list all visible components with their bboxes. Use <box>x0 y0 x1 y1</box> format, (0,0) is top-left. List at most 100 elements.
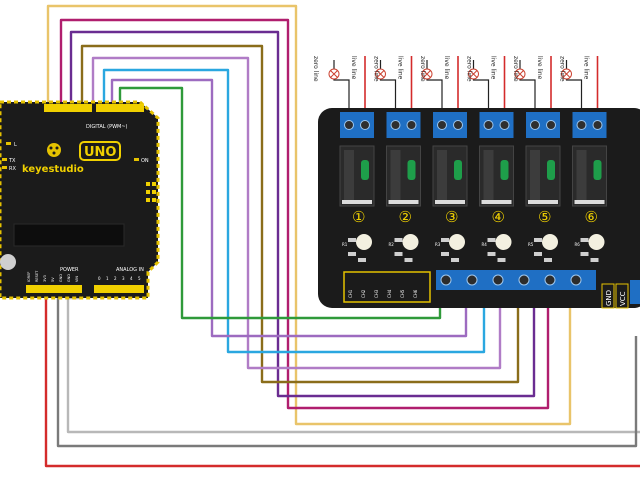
live-line-label: live line <box>443 56 450 80</box>
lamp-cross <box>376 70 385 78</box>
fuse-icon <box>454 160 462 180</box>
input-screw <box>492 274 504 286</box>
smd-part <box>487 252 496 256</box>
uno-logo: UNO <box>79 141 121 161</box>
load-circuit: zero line live line <box>373 56 413 120</box>
relay-channel: ④ R4 <box>479 112 514 262</box>
lamp-cross <box>469 70 478 78</box>
lamp-cross <box>516 70 524 78</box>
digital-header-label: DIGITAL (PWM~) <box>86 124 128 130</box>
ssr-strip <box>388 200 419 204</box>
smd-part <box>404 258 413 262</box>
input-screw <box>570 274 582 286</box>
indicator-led <box>449 234 465 250</box>
channel-number: ③ <box>445 208 458 226</box>
svg-text:GND: GND <box>67 274 71 282</box>
heatsink <box>483 150 494 202</box>
wire-olive <box>80 44 520 384</box>
power-header <box>26 285 144 293</box>
live-line-label: live line <box>397 56 404 80</box>
control-pin-label: CH4 <box>387 289 392 298</box>
smd-part <box>590 258 599 262</box>
analog-header-label: ANALOG IN <box>116 267 144 273</box>
live-line-label: live line <box>490 56 497 80</box>
brand-text: keyestudio <box>22 164 84 175</box>
svg-text:2: 2 <box>114 276 117 281</box>
led-tx-label: TX <box>8 158 16 164</box>
terminal-screw <box>546 120 556 130</box>
svg-text:UNO: UNO <box>84 145 117 160</box>
control-pin-label: CH6 <box>413 289 418 298</box>
heatsink <box>530 150 540 202</box>
smd-part <box>544 258 552 262</box>
svg-text:VIN: VIN <box>75 276 79 282</box>
terminal-screw <box>344 120 354 130</box>
smd-part <box>348 238 356 242</box>
control-pin-label: CH2 <box>361 289 366 298</box>
control-pin-box <box>343 271 431 303</box>
fuse-icon <box>407 160 416 180</box>
channel-number: ⑤ <box>538 208 551 226</box>
ssr-strip <box>481 200 512 204</box>
svg-text:IOREF: IOREF <box>27 272 31 282</box>
reset-button <box>0 254 16 270</box>
input-screws <box>440 274 582 286</box>
zero-line-label: zero line <box>373 56 380 82</box>
wire-green <box>118 86 442 320</box>
ssr-strip <box>342 200 372 204</box>
terminal-screw <box>437 120 447 130</box>
svg-text:RESET: RESET <box>35 270 39 282</box>
heatsink <box>576 150 587 202</box>
input-screw <box>466 274 478 286</box>
channel-number: ④ <box>492 208 505 226</box>
ref-label: R4 <box>482 242 488 247</box>
channel-number: ① <box>352 208 365 226</box>
gnd-box <box>601 283 615 309</box>
input-screw <box>518 274 530 286</box>
indicator-led <box>542 234 558 250</box>
svg-text:1: 1 <box>106 276 109 281</box>
led-rx-label: RX <box>9 166 16 172</box>
input-screw <box>544 274 556 286</box>
ref-label: R2 <box>389 242 395 247</box>
heatsink <box>437 150 447 202</box>
input-screw <box>440 274 452 286</box>
live-line-label: live line <box>536 56 543 80</box>
wire-purple <box>69 30 536 398</box>
led-l <box>6 142 11 145</box>
live-line-label: live line <box>350 56 357 80</box>
svg-text:GND: GND <box>59 274 63 282</box>
microcontroller-chip <box>13 223 125 247</box>
terminal-screw <box>592 120 603 130</box>
fuse-icon <box>593 160 602 180</box>
led-on <box>134 158 139 161</box>
lamp-cross <box>330 70 338 78</box>
terminal-screw <box>499 120 510 130</box>
vcc-label: VCC <box>619 291 627 306</box>
digital-header <box>44 104 144 112</box>
heatsink <box>344 150 354 202</box>
terminal-screw <box>406 120 417 130</box>
ref-label: R3 <box>435 242 441 247</box>
smd-part <box>394 252 403 256</box>
smd-part <box>487 238 496 242</box>
wire-blue <box>102 68 486 354</box>
ssr-strip <box>528 200 558 204</box>
svg-text:3: 3 <box>122 276 125 281</box>
lamp-cross <box>423 70 431 78</box>
smd-part <box>534 238 542 242</box>
control-pin-label: CH3 <box>374 289 379 298</box>
fuse-icon <box>500 160 509 180</box>
ref-label: R1 <box>342 242 348 247</box>
icsp-header <box>146 182 156 202</box>
ssr-strip <box>435 200 465 204</box>
smd-part <box>580 252 589 256</box>
led-on-label: ON <box>141 158 149 164</box>
indicator-led <box>495 234 512 250</box>
smd-part <box>497 258 506 262</box>
